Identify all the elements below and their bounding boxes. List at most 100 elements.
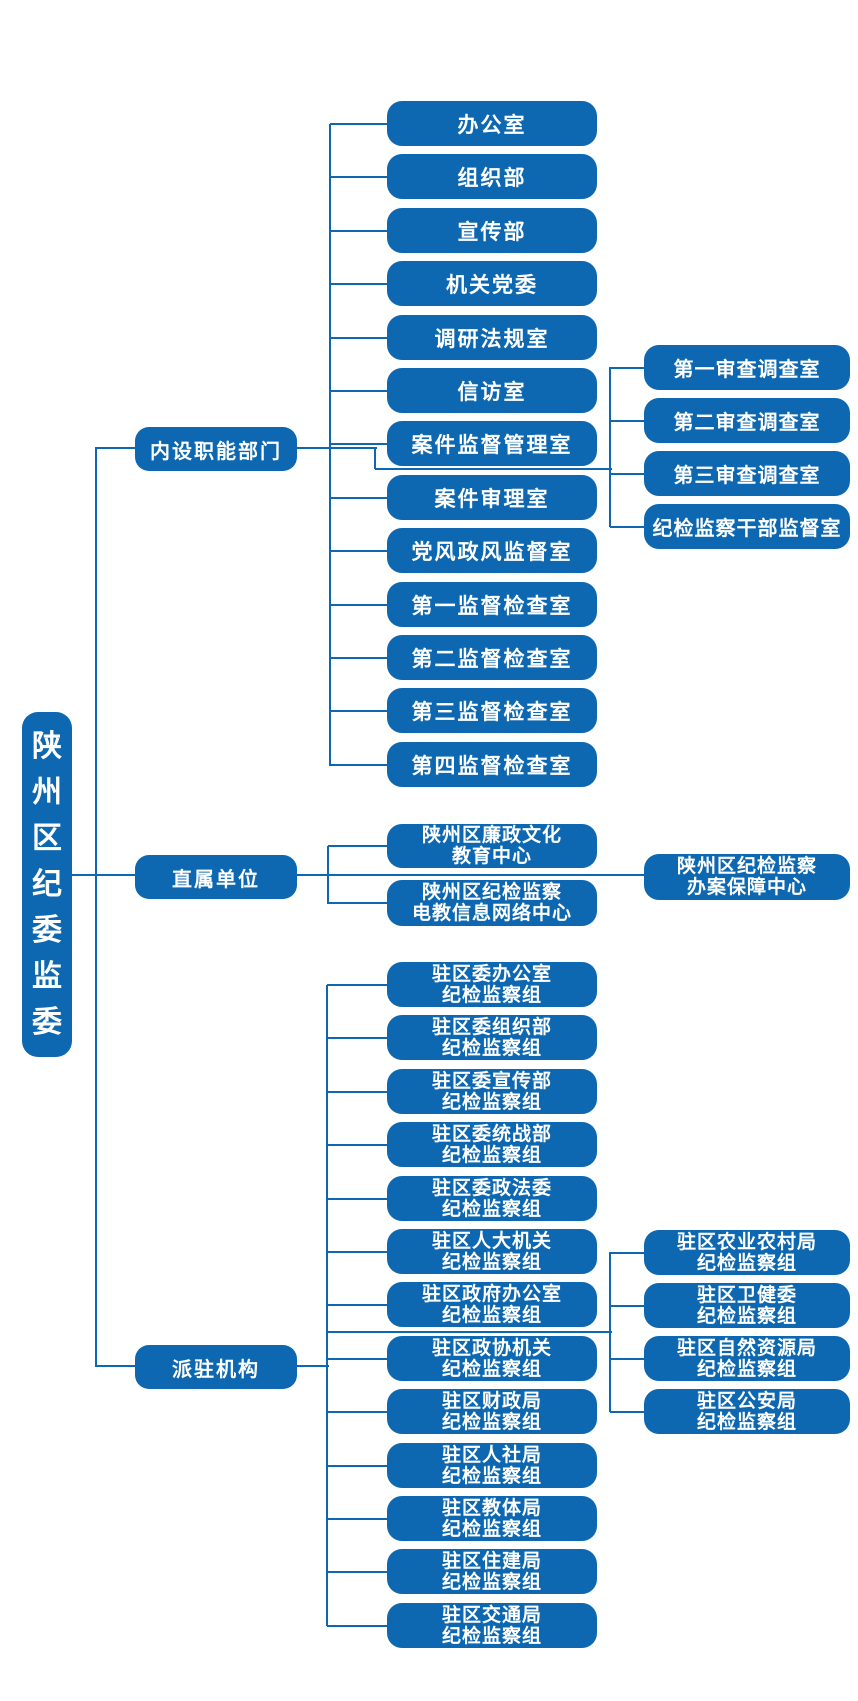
connector-line bbox=[327, 1465, 387, 1467]
org-node-label: 宣传部 bbox=[457, 220, 527, 244]
org-node-label: 第二监督检查室 bbox=[411, 647, 573, 671]
org-node: 驻区教体局纪检监察组 bbox=[387, 1496, 597, 1541]
org-branch-label: 派驻机构 bbox=[172, 1358, 260, 1381]
org-branch-node-direct-units: 直属单位 bbox=[135, 855, 297, 899]
org-root-label-char: 州 bbox=[32, 775, 62, 809]
org-node-label: 电教信息网络中心 bbox=[411, 903, 572, 924]
connector-line bbox=[330, 337, 387, 339]
connector-line bbox=[610, 473, 646, 475]
org-node: 第三监督检查室 bbox=[387, 688, 597, 733]
org-node: 办公室 bbox=[387, 101, 597, 146]
connector-line bbox=[610, 420, 646, 422]
connector-line bbox=[610, 367, 646, 369]
org-node: 驻区委宣传部纪检监察组 bbox=[387, 1069, 597, 1114]
connector-line bbox=[328, 845, 390, 847]
org-node-label: 纪检监察组 bbox=[441, 1358, 542, 1380]
connector-line bbox=[327, 846, 329, 904]
org-node: 机关党委 bbox=[387, 261, 597, 306]
org-node: 驻区自然资源局纪检监察组 bbox=[644, 1336, 850, 1381]
org-node-label: 陕州区纪检监察 bbox=[676, 856, 817, 877]
org-node-label: 第三审查调查室 bbox=[673, 465, 821, 487]
org-node-label: 案件审理室 bbox=[434, 487, 550, 511]
connector-line bbox=[327, 1358, 387, 1360]
connector-line bbox=[610, 1358, 646, 1360]
connector-line bbox=[610, 526, 646, 528]
org-node-label: 纪检监察组 bbox=[441, 1198, 542, 1220]
connector-line bbox=[297, 447, 377, 449]
org-node-label: 驻区委办公室 bbox=[431, 963, 552, 985]
connector-line bbox=[327, 1091, 387, 1093]
org-node: 驻区政协机关纪检监察组 bbox=[387, 1336, 597, 1381]
org-node: 第四监督检查室 bbox=[387, 742, 597, 787]
org-node-label: 驻区住建局 bbox=[441, 1550, 542, 1572]
org-node-label: 纪检监察组 bbox=[441, 1144, 542, 1166]
org-node-label: 纪检监察组 bbox=[696, 1305, 797, 1327]
org-node-label: 纪检监察干部监督室 bbox=[652, 518, 842, 540]
connector-line bbox=[327, 1518, 387, 1520]
org-node: 第一审查调查室 bbox=[644, 345, 850, 390]
connector-line bbox=[330, 176, 387, 178]
org-node: 党风政风监督室 bbox=[387, 528, 597, 573]
org-node: 陕州区纪检监察办案保障中心 bbox=[644, 854, 850, 900]
org-node-label: 信访室 bbox=[457, 380, 527, 404]
org-node-label: 调研法规室 bbox=[434, 327, 550, 351]
connector-line bbox=[330, 550, 387, 552]
org-node: 驻区委统战部纪检监察组 bbox=[387, 1122, 597, 1167]
org-node-label: 驻区教体局 bbox=[441, 1497, 542, 1519]
org-root-node: 陕州区纪委监委 bbox=[22, 712, 72, 1057]
org-node: 陕州区廉政文化教育中心 bbox=[387, 824, 597, 868]
org-node: 案件审理室 bbox=[387, 475, 597, 520]
org-branch-label: 直属单位 bbox=[172, 868, 260, 891]
org-node-label: 驻区政协机关 bbox=[431, 1337, 552, 1359]
org-node-label: 第四监督检查室 bbox=[411, 754, 573, 778]
connector-line bbox=[330, 390, 387, 392]
connector-line bbox=[330, 283, 387, 285]
org-node: 第二监督检查室 bbox=[387, 635, 597, 680]
org-root-label-char: 监 bbox=[32, 959, 62, 993]
connector-line bbox=[96, 1365, 139, 1367]
org-root-label-char: 区 bbox=[32, 821, 62, 855]
connector-line bbox=[327, 1331, 612, 1333]
org-node: 第二审查调查室 bbox=[644, 398, 850, 443]
org-branch-label: 内设职能部门 bbox=[150, 440, 282, 463]
connector-line bbox=[610, 1305, 646, 1307]
org-node-label: 纪检监察组 bbox=[696, 1411, 797, 1433]
connector-line bbox=[330, 443, 387, 445]
org-node-label: 案件监督管理室 bbox=[411, 433, 573, 457]
org-node-label: 驻区交通局 bbox=[441, 1604, 542, 1626]
org-node: 驻区委办公室纪检监察组 bbox=[387, 962, 597, 1007]
org-branch-node-internal-departments: 内设职能部门 bbox=[135, 427, 297, 471]
connector-line bbox=[329, 124, 331, 766]
org-node-label: 纪检监察组 bbox=[441, 1037, 542, 1059]
org-node: 驻区公安局纪检监察组 bbox=[644, 1389, 850, 1434]
connector-line bbox=[327, 1411, 387, 1413]
org-node-label: 第三监督检查室 bbox=[411, 700, 573, 724]
org-node-label: 机关党委 bbox=[446, 273, 538, 297]
org-node-label: 办公室 bbox=[457, 113, 527, 137]
org-node: 驻区政府办公室纪检监察组 bbox=[387, 1282, 597, 1327]
org-node-label: 党风政风监督室 bbox=[411, 540, 573, 564]
org-node-label: 陕州区廉政文化 bbox=[421, 825, 562, 846]
org-node-label: 第二审查调查室 bbox=[673, 412, 821, 434]
org-node: 驻区人大机关纪检监察组 bbox=[387, 1229, 597, 1274]
org-node: 信访室 bbox=[387, 368, 597, 413]
org-node: 第三审查调查室 bbox=[644, 451, 850, 496]
org-node-label: 驻区委政法委 bbox=[431, 1177, 552, 1199]
connector-line bbox=[330, 764, 387, 766]
connector-line bbox=[327, 1571, 387, 1573]
connector-line bbox=[327, 1625, 387, 1627]
org-node: 驻区卫健委纪检监察组 bbox=[644, 1283, 850, 1328]
connector-line bbox=[328, 902, 390, 904]
connector-line bbox=[330, 230, 387, 232]
org-root-label-char: 陕 bbox=[32, 729, 62, 763]
org-root-label-char: 委 bbox=[32, 913, 62, 947]
org-branch-node-dispatched-agencies: 派驻机构 bbox=[135, 1345, 297, 1389]
connector-line bbox=[330, 657, 387, 659]
org-node-label: 第一监督检查室 bbox=[411, 594, 573, 618]
org-node-label: 纪检监察组 bbox=[441, 1304, 542, 1326]
connector-line bbox=[297, 874, 646, 876]
org-node-label: 纪检监察组 bbox=[696, 1358, 797, 1380]
org-node: 宣传部 bbox=[387, 208, 597, 253]
connector-line bbox=[297, 1365, 329, 1367]
org-node: 陕州区纪检监察电教信息网络中心 bbox=[387, 880, 597, 926]
